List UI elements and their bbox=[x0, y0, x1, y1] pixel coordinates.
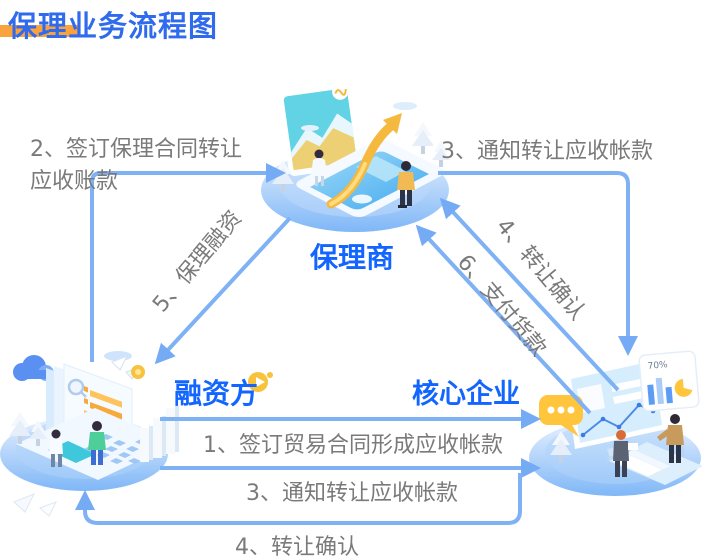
edge-2-label-line2: 应收账款 bbox=[30, 169, 119, 194]
edge-4-diagonal-arrow bbox=[439, 197, 620, 392]
speech-bubble-icon bbox=[539, 395, 583, 437]
cloud-icon bbox=[301, 125, 319, 131]
edge-5-arrow bbox=[154, 216, 292, 365]
pie-chart-icon bbox=[674, 378, 693, 397]
person-icon bbox=[613, 430, 638, 477]
edge-6-diagonal-arrow bbox=[415, 224, 592, 415]
person-icon bbox=[311, 149, 327, 186]
back-screen bbox=[278, 82, 362, 176]
edge-2-label: 2、签订保理合同转让 应收账款 bbox=[30, 134, 242, 198]
edge-4-bottom-label: 4、转让确认 bbox=[235, 535, 359, 560]
edge-1-label: 1、签订贸易合同形成应收帐款 bbox=[203, 433, 503, 458]
person-icon bbox=[397, 161, 415, 208]
tree-icon bbox=[9, 412, 47, 446]
edge-2-label-line1: 2、签订保理合同转让 bbox=[30, 137, 242, 162]
edge-2-arrow bbox=[90, 163, 286, 362]
tree-icon bbox=[412, 122, 450, 167]
bar-chart-icon bbox=[647, 377, 673, 405]
laptop bbox=[16, 363, 176, 480]
percent-badge: 70% bbox=[647, 360, 668, 372]
edge-4-bottom-arrow bbox=[75, 473, 522, 525]
edge-3-top-label: 3、通知转让应收帐款 bbox=[441, 139, 653, 164]
cloud-icon bbox=[13, 351, 132, 381]
title-highlight bbox=[0, 25, 80, 37]
splash-icon bbox=[248, 372, 273, 392]
node-label-financier: 融资方 bbox=[174, 377, 259, 410]
tree-icon bbox=[550, 431, 572, 463]
core-illustration: 70% bbox=[529, 350, 702, 496]
financier-illustration bbox=[0, 351, 179, 517]
person-icon bbox=[49, 429, 63, 467]
edge-3-bottom-label: 3、通知转让应收帐款 bbox=[246, 481, 458, 506]
node-label-core: 核心企业 bbox=[412, 379, 520, 410]
person-icon bbox=[88, 421, 106, 465]
person-icon bbox=[657, 414, 684, 463]
node-label-factor: 保理商 bbox=[310, 241, 395, 274]
edge-3-top-arrow bbox=[438, 171, 638, 356]
paper-plane-icon bbox=[13, 493, 58, 517]
page-title: 保理业务流程图 bbox=[8, 9, 219, 43]
growth-arrow-icon bbox=[326, 113, 402, 209]
chart-card: 70% bbox=[638, 350, 700, 412]
factor-illustration bbox=[261, 82, 450, 232]
cloud-icon bbox=[393, 102, 417, 110]
coin-icon bbox=[135, 369, 141, 375]
